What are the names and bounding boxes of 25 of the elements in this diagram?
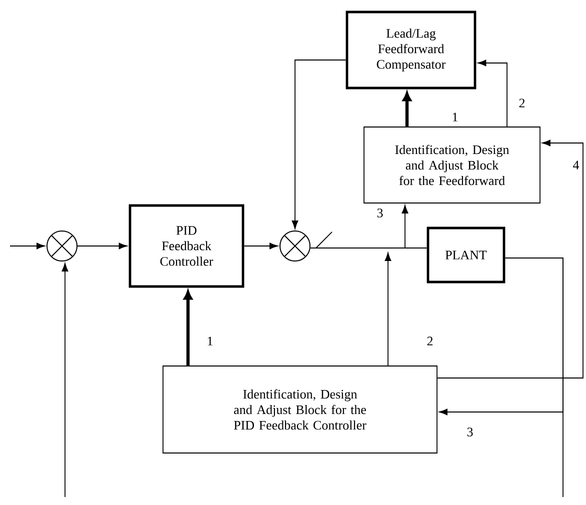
arrow (292, 60, 346, 229)
arrow (62, 263, 68, 498)
arrow (10, 242, 45, 250)
summing-junction (280, 230, 310, 262)
edge-label: 2 (426, 336, 434, 346)
edge-label: 3 (466, 426, 474, 438)
arrow (310, 204, 408, 248)
arrow (184, 290, 192, 366)
process-box: Identification, Design and Adjust Block for the PID Feedback Controller (162, 366, 438, 454)
arrow (384, 252, 392, 366)
process-box: PLANT (426, 226, 506, 284)
process-box: Lead/Lag Feedforward Compensator (346, 10, 476, 90)
edge-label: 1 (206, 336, 214, 346)
edge-label: 2 (518, 98, 526, 108)
process-box: Identification, Design and Adjust Block for the Feedforward (364, 126, 540, 204)
arrow (402, 92, 412, 127)
process-box: PID Feedback Controller (128, 204, 244, 288)
edge-label: 1 (450, 112, 460, 122)
arrow (437, 140, 584, 378)
edge-label: 4 (572, 160, 580, 170)
arrow (244, 242, 278, 250)
arrow (478, 60, 508, 127)
edge-label: 3 (376, 208, 384, 218)
summing-junction (46, 230, 78, 262)
arrow (77, 242, 128, 250)
